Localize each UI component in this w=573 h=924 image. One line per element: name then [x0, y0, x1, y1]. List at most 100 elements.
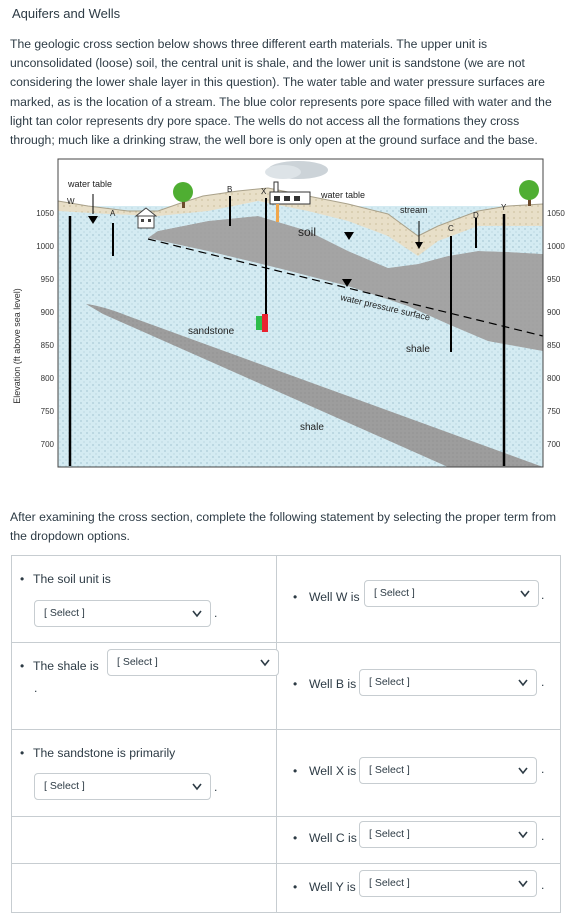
water-table-marker-left: [88, 216, 98, 224]
figure-frame: [57, 158, 544, 468]
question-well-b-label: Well B is: [309, 677, 357, 691]
cell-well-b: • Well B is [ Select ] .: [276, 642, 561, 730]
factory-icon: [265, 161, 328, 205]
chevron-down-icon: [518, 831, 528, 839]
water-pressure-surface-line: [147, 238, 544, 337]
shale-select-value: [ Select ]: [117, 656, 158, 668]
label-well-y: Y: [501, 203, 507, 212]
chevron-down-icon: [518, 880, 528, 888]
bullet: •: [293, 831, 298, 845]
cell-well-c: • Well C is [ Select ] .: [276, 816, 561, 864]
well-y-select[interactable]: [ Select ]: [359, 870, 537, 897]
label-well-b: B: [227, 185, 232, 194]
cell-well-x: • Well X is [ Select ] .: [276, 729, 561, 817]
label-well-x: X: [261, 187, 267, 196]
question-sandstone-label: The sandstone is primarily: [33, 746, 176, 760]
label-well-w: W: [67, 197, 75, 206]
contamination-plume: [276, 204, 279, 222]
well-y-select-value: [ Select ]: [369, 877, 410, 889]
water-pressure-marker: [342, 279, 352, 287]
ytick-right-750: 750: [547, 407, 561, 416]
period: .: [214, 780, 218, 794]
bullet: •: [20, 659, 25, 673]
label-shale-upper: shale: [406, 344, 430, 355]
plume-red: [262, 314, 268, 332]
house-icon: [134, 207, 158, 229]
intro-paragraph: The geologic cross section below shows t…: [10, 37, 552, 148]
well-w-select[interactable]: [ Select ]: [364, 580, 539, 607]
well-w-select-value: [ Select ]: [374, 587, 415, 599]
lower-shale-band: [86, 304, 543, 467]
question-well-w-label: Well W is: [309, 590, 360, 604]
bullet: •: [293, 880, 298, 894]
label-well-a: A: [110, 209, 116, 218]
ytick-900: 900: [41, 308, 55, 317]
label-water-table-left: water table: [67, 179, 112, 189]
well-c-select[interactable]: [ Select ]: [359, 821, 537, 848]
sandstone-select[interactable]: [ Select ]: [34, 773, 211, 800]
soil-saturated-pattern: [58, 201, 543, 268]
ytick-800: 800: [41, 374, 55, 383]
bullet: •: [20, 572, 25, 586]
plume-green: [256, 316, 262, 330]
period: .: [541, 762, 545, 776]
question-well-c-label: Well C is: [309, 831, 357, 845]
y-axis-label: Elevation (ft above sea level): [12, 288, 22, 404]
ytick-950: 950: [41, 275, 55, 284]
cell-sandstone: • The sandstone is primarily [ Select ] …: [11, 729, 277, 817]
chevron-down-icon: [192, 610, 202, 618]
period: .: [541, 829, 545, 843]
ytick-right-700: 700: [547, 440, 561, 449]
period: .: [34, 681, 38, 695]
label-well-c: C: [448, 224, 454, 233]
cell-well-y: • Well Y is [ Select ] .: [276, 863, 561, 913]
cell-well-w: • Well W is [ Select ] .: [276, 555, 561, 643]
bullet: •: [293, 590, 298, 604]
ytick-right-1000: 1000: [547, 242, 565, 251]
question-well-y-label: Well Y is: [309, 880, 356, 894]
well-b-select-value: [ Select ]: [369, 676, 410, 688]
cross-section-figure: 1050 1000 950 900 850 800 750 700 1050 1…: [8, 156, 573, 476]
cell-empty-1: [11, 816, 277, 864]
well-b-select[interactable]: [ Select ]: [359, 669, 537, 696]
chevron-down-icon: [260, 659, 270, 667]
bullet: •: [293, 677, 298, 691]
period: .: [541, 878, 545, 892]
ytick-1000: 1000: [36, 242, 54, 251]
well-x-select-value: [ Select ]: [369, 764, 410, 776]
period: .: [541, 675, 545, 689]
water-table-marker-right: [344, 232, 354, 240]
question-table: • The soil unit is [ Select ] . • Well W…: [11, 555, 561, 913]
soil-select-value: [ Select ]: [44, 607, 85, 619]
page-title: Aquifers and Wells: [12, 6, 121, 21]
question-well-x-label: Well X is: [309, 764, 357, 778]
cell-soil: • The soil unit is [ Select ] .: [11, 555, 277, 643]
label-well-d: D: [473, 211, 479, 220]
bullet: •: [293, 764, 298, 778]
y-ticks-right: 1050 1000 950 900 850 800 750 700: [547, 209, 565, 449]
ytick-700: 700: [41, 440, 55, 449]
chevron-down-icon: [192, 783, 202, 791]
cell-empty-2: [11, 863, 277, 913]
ytick-850: 850: [41, 341, 55, 350]
question-soil-label: The soil unit is: [33, 572, 111, 586]
soil-select[interactable]: [ Select ]: [34, 600, 211, 627]
label-sandstone: sandstone: [188, 326, 235, 337]
ytick-right-850: 850: [547, 341, 561, 350]
ytick-right-800: 800: [547, 374, 561, 383]
ytick-right-900: 900: [547, 308, 561, 317]
period: .: [541, 588, 545, 602]
stream-arrowhead: [415, 242, 423, 249]
well-x-select[interactable]: [ Select ]: [359, 757, 537, 784]
ytick-750: 750: [41, 407, 55, 416]
label-shale-lower: shale: [300, 422, 324, 433]
ytick-right-950: 950: [547, 275, 561, 284]
chevron-down-icon: [518, 679, 528, 687]
chevron-down-icon: [520, 590, 530, 598]
period: .: [214, 606, 218, 620]
shale-select[interactable]: [ Select ]: [107, 649, 279, 676]
well-c-select-value: [ Select ]: [369, 828, 410, 840]
instruction-paragraph: After examining the cross section, compl…: [10, 510, 556, 544]
ytick-1050: 1050: [36, 209, 54, 218]
cell-shale: • The shale is [ Select ] .: [11, 642, 279, 730]
